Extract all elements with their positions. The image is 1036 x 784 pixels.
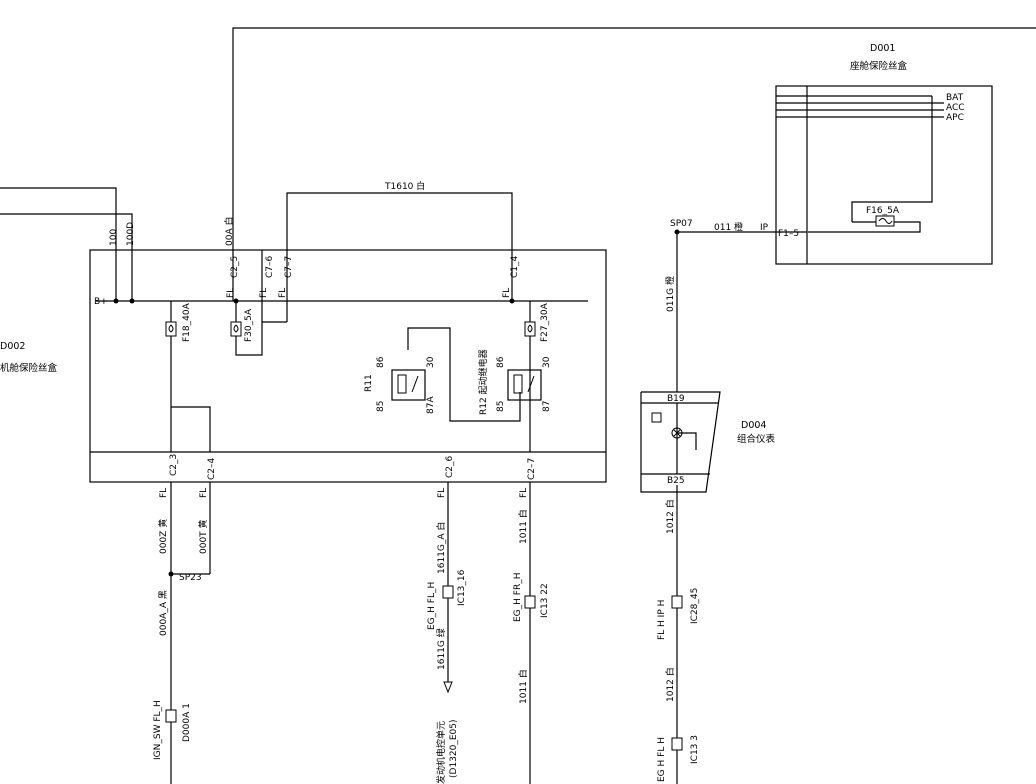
junction-dot bbox=[129, 298, 135, 304]
fuse-f18-icon bbox=[165, 321, 177, 337]
relay-r12-label: R12 起动继电器 bbox=[477, 349, 489, 415]
fl-h-ip-h-label: FL H IP H bbox=[657, 600, 667, 640]
rail-apc-label: APC bbox=[946, 113, 964, 123]
fuse-f27-icon bbox=[524, 321, 536, 337]
pin-f1-5-label: F1–5 bbox=[778, 229, 799, 239]
eg-fl-h2-label: EG H FL H bbox=[657, 737, 667, 782]
fl-label: FL bbox=[278, 288, 288, 298]
relay-r11-icon bbox=[397, 374, 419, 394]
eg-fr-h-label: EG_H FR_H bbox=[513, 573, 523, 623]
ic13-22-label: IC13 22 bbox=[540, 583, 550, 618]
d001-code: D001 bbox=[870, 43, 895, 54]
conn-c2-4-label: C2–4 bbox=[207, 457, 217, 480]
fuse-f30-label: F30_5A bbox=[244, 308, 254, 342]
wire-00a-label: 00A 白 bbox=[223, 217, 235, 246]
wire-011g-label: 011G 橙 bbox=[664, 276, 676, 312]
sp07-label: SP07 bbox=[670, 219, 693, 229]
pin-87-label: 87 bbox=[542, 401, 552, 412]
rail-acc-label: ACC bbox=[946, 103, 965, 113]
junction-dot bbox=[674, 229, 680, 235]
fuse-f16-icon bbox=[875, 215, 895, 227]
junction-dot bbox=[509, 298, 515, 304]
wire-1611g-label: 1611G 绿 bbox=[435, 628, 447, 670]
ic13-3-label: IC13 3 bbox=[690, 735, 700, 764]
ic13-16-label: IC13_16 bbox=[457, 569, 467, 606]
ic28-45-label: IC28_45 bbox=[690, 588, 700, 624]
junction-dot bbox=[233, 298, 239, 304]
sp23-label: SP23 bbox=[179, 573, 202, 583]
ip-label: IP bbox=[760, 223, 769, 233]
wire-1012-top-label: 1012 白 bbox=[664, 499, 676, 534]
fuse-f30-icon bbox=[230, 321, 242, 337]
warning-lamp-icon bbox=[651, 412, 683, 439]
wire-lines bbox=[0, 27, 1036, 784]
wire-011-label: 011 橙 bbox=[714, 221, 743, 233]
fl-label: FL bbox=[159, 488, 169, 498]
d001-name: 座舱保险丝盒 bbox=[850, 60, 908, 72]
d004-name: 组合仪表 bbox=[737, 433, 776, 445]
fuse-f27-label: F27_30A bbox=[540, 302, 550, 342]
conn-c7-6-label: C7–6 bbox=[265, 255, 275, 278]
wire-000t-label: 000T 黄 bbox=[197, 519, 209, 554]
wire-1611ga-label: 1611G_A 白 bbox=[435, 522, 447, 574]
relay-r11-label: R11 bbox=[364, 374, 374, 392]
wire-1011-bot-label: 1011 白 bbox=[517, 669, 529, 704]
wire-000z-label: 000Z 黄 bbox=[157, 519, 169, 554]
conn-c2-5-label: C2_5 bbox=[230, 256, 240, 278]
rail-bat-label: BAT bbox=[946, 93, 964, 103]
arrow-down-icon bbox=[443, 681, 453, 694]
d002-name: 机舱保险丝盒 bbox=[0, 362, 58, 374]
ign-fl-label: IGN_SW FL_H bbox=[153, 700, 163, 760]
inline-connector-icon bbox=[165, 709, 177, 723]
t1610-label: T1610 白 bbox=[384, 180, 425, 192]
pin-30-label: 30 bbox=[426, 356, 436, 368]
eg-fl-h-label: EG_H FL_H bbox=[427, 582, 437, 630]
pin-87a-label: 87A bbox=[426, 396, 436, 414]
fl-label: FL bbox=[519, 488, 529, 498]
fuse-f16-label: F16_5A bbox=[866, 206, 900, 216]
wire-000a-label: 000A_A 黑 bbox=[158, 590, 169, 636]
wire-100d-label: 100D bbox=[126, 222, 136, 246]
ecu-name-label: 发动机电控单元 bbox=[435, 721, 447, 784]
inline-connector-icon bbox=[524, 595, 536, 609]
inline-connector-icons bbox=[165, 585, 683, 751]
conn-c7-7-label: C7–7 bbox=[284, 256, 294, 278]
d000a-label: D000A 1 bbox=[182, 703, 192, 742]
wire-1012-bot-label: 1012 白 bbox=[664, 667, 676, 702]
fuse-f18-label: F18_40A bbox=[182, 302, 192, 342]
conn-c2-6-label: C2_6 bbox=[445, 455, 455, 478]
junction-dot bbox=[168, 571, 174, 577]
conn-c1-4-label: C1_4 bbox=[510, 255, 520, 278]
ecu-code-label: (D1320_E05) bbox=[449, 720, 459, 779]
fl-label: FL bbox=[502, 288, 512, 298]
fl-label: FL bbox=[437, 488, 447, 498]
fl-label: FL bbox=[199, 488, 209, 498]
wire-100-label: 100 bbox=[109, 229, 119, 246]
wire-1011-top-label: 1011 白 bbox=[517, 509, 529, 544]
pin-86-label: 86 bbox=[496, 356, 506, 368]
inline-connector-icon bbox=[671, 737, 683, 751]
inline-connector-icon bbox=[442, 585, 454, 599]
pin-85-label: 85 bbox=[496, 401, 506, 412]
d002-code: D002 bbox=[0, 341, 25, 352]
junction-dot bbox=[113, 298, 119, 304]
pin-b19-label: B19 bbox=[667, 394, 685, 404]
pin-30-label: 30 bbox=[542, 356, 552, 368]
conn-c2-3-label: C2_3 bbox=[169, 454, 179, 476]
pin-b25-label: B25 bbox=[667, 476, 685, 486]
fl-label: FL bbox=[259, 288, 269, 298]
pin-86-label: 86 bbox=[376, 356, 386, 368]
inline-connector-icon bbox=[671, 595, 683, 609]
junction-dots bbox=[113, 229, 680, 577]
b-plus-label: B+ bbox=[94, 297, 108, 307]
relay-r12-icon bbox=[513, 374, 535, 394]
conn-c2-7-label: C2–7 bbox=[527, 458, 537, 480]
pin-85-label: 85 bbox=[376, 401, 386, 412]
fl-label: FL bbox=[226, 288, 236, 298]
d004-code: D004 bbox=[741, 420, 766, 431]
